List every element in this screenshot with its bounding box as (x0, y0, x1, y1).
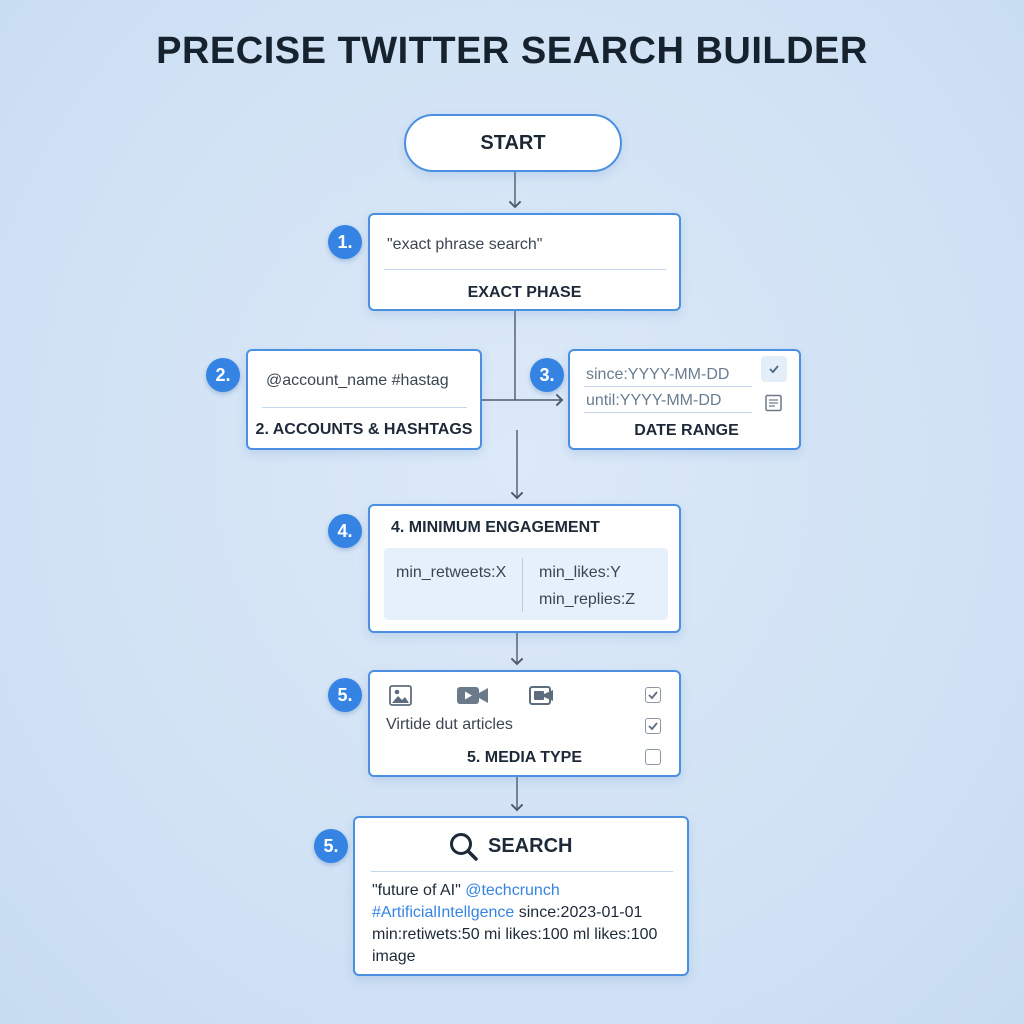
query-since: since:2023-01-01 (518, 904, 643, 921)
exact-phrase-box[interactable]: "exact phrase search" EXACT PHASE (368, 213, 681, 311)
search-icon[interactable] (448, 831, 480, 863)
accounts-hashtags-label: 2. ACCOUNTS & HASHTAGS (255, 421, 473, 438)
step-4-badge: 4. (328, 514, 362, 548)
divider (584, 386, 752, 387)
query-media: image (372, 948, 416, 965)
exact-phrase-label: EXACT PHASE (467, 284, 582, 301)
divider (584, 412, 752, 413)
media-type-label: 5. MEDIA TYPE (467, 749, 582, 766)
min-replies-field[interactable]: min_replies:Z (539, 591, 636, 608)
calendar-icon[interactable] (764, 393, 784, 413)
date-range-box[interactable]: since:YYYY-MM-DD until:YYYY-MM-DD DATE R… (568, 349, 801, 450)
search-query-output[interactable]: "future of AI" @techcrunch #ArtificialIn… (372, 880, 677, 968)
since-field[interactable]: since:YYYY-MM-DD (586, 366, 730, 383)
divider (262, 407, 467, 408)
camera-icon[interactable] (528, 685, 556, 707)
media-option-text: Virtide dut articles (386, 716, 513, 733)
checkbox-3[interactable] (645, 749, 661, 765)
search-label[interactable]: SEARCH (488, 835, 573, 857)
engagement-panel: min_retweets:X min_likes:Y min_replies:Z (384, 548, 668, 620)
page-title: PRECISE TWITTER SEARCH BUILDER (156, 30, 868, 72)
search-box[interactable]: SEARCH (353, 816, 689, 976)
start-node[interactable]: START (404, 114, 622, 172)
divider (522, 558, 523, 612)
minimum-engagement-box[interactable]: 4. MINIMUM ENGAGEMENT min_retweets:X min… (368, 504, 681, 633)
image-icon[interactable] (388, 684, 414, 708)
query-hashtag: #ArtificialIntellgence (372, 904, 515, 921)
until-field[interactable]: until:YYYY-MM-DD (586, 392, 722, 409)
date-range-label: DATE RANGE (634, 422, 739, 439)
accounts-hashtags-field[interactable]: @account_name #hastag (266, 372, 449, 389)
engagement-label: 4. MINIMUM ENGAGEMENT (391, 519, 600, 536)
media-type-box[interactable]: Virtide dut articles 5. MEDIA TYPE (368, 670, 681, 777)
checkbox-1[interactable] (645, 687, 661, 703)
query-account: @techcrunch (465, 882, 560, 899)
checkbox-2[interactable] (645, 718, 661, 734)
accounts-hashtags-box[interactable]: @account_name #hastag 2. ACCOUNTS & HASH… (246, 349, 482, 450)
step-1-badge: 1. (328, 225, 362, 259)
min-retweets-field[interactable]: min_retweets:X (396, 564, 507, 581)
divider (371, 871, 673, 872)
query-engagement: min:retiwets:50 mi likes:100 ml likes:10… (372, 926, 658, 943)
divider (384, 269, 666, 270)
step-search-badge: 5. (314, 829, 348, 863)
query-phrase: "future of AI" (372, 882, 461, 899)
check-icon[interactable] (761, 356, 787, 382)
step-3-badge: 3. (530, 358, 564, 392)
video-icon[interactable] (456, 685, 490, 707)
min-likes-field[interactable]: min_likes:Y (539, 564, 621, 581)
exact-phrase-field[interactable]: "exact phrase search" (387, 236, 543, 253)
step-5-badge: 5. (328, 678, 362, 712)
step-2-badge: 2. (206, 358, 240, 392)
